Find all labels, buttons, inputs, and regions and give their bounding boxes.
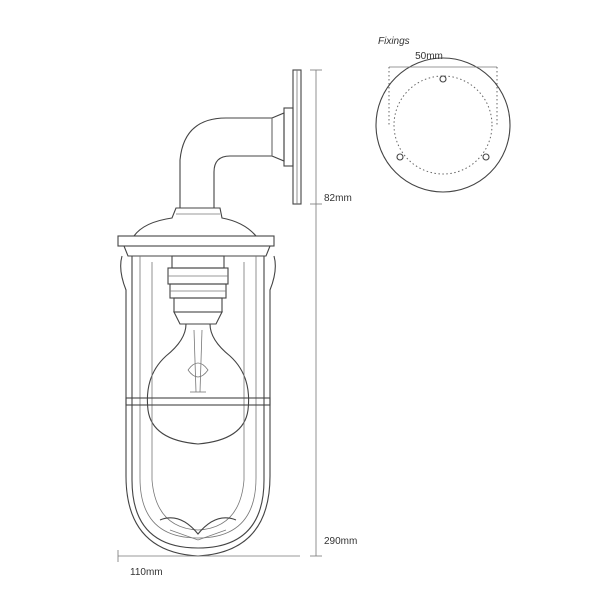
bracket-arm	[179, 107, 294, 208]
light-bulb	[146, 323, 250, 445]
glass-globe	[131, 256, 265, 549]
bulb-holder	[167, 255, 229, 325]
dimension-lines	[117, 69, 322, 562]
lamp-cap	[117, 207, 275, 257]
total-height-label: 290mm	[324, 536, 357, 547]
backplate	[292, 69, 302, 205]
fixing-hole-right	[482, 153, 490, 161]
fixing-hole-left	[396, 153, 404, 161]
fixings-title: Fixings	[378, 36, 410, 47]
wire-cage	[120, 255, 276, 557]
fixings-spacing-label: 50mm	[415, 51, 443, 62]
width-label: 110mm	[130, 567, 163, 578]
fixings-plate	[375, 57, 511, 193]
backplate-height-label: 82mm	[324, 193, 352, 204]
fixing-hole-top	[439, 75, 447, 83]
